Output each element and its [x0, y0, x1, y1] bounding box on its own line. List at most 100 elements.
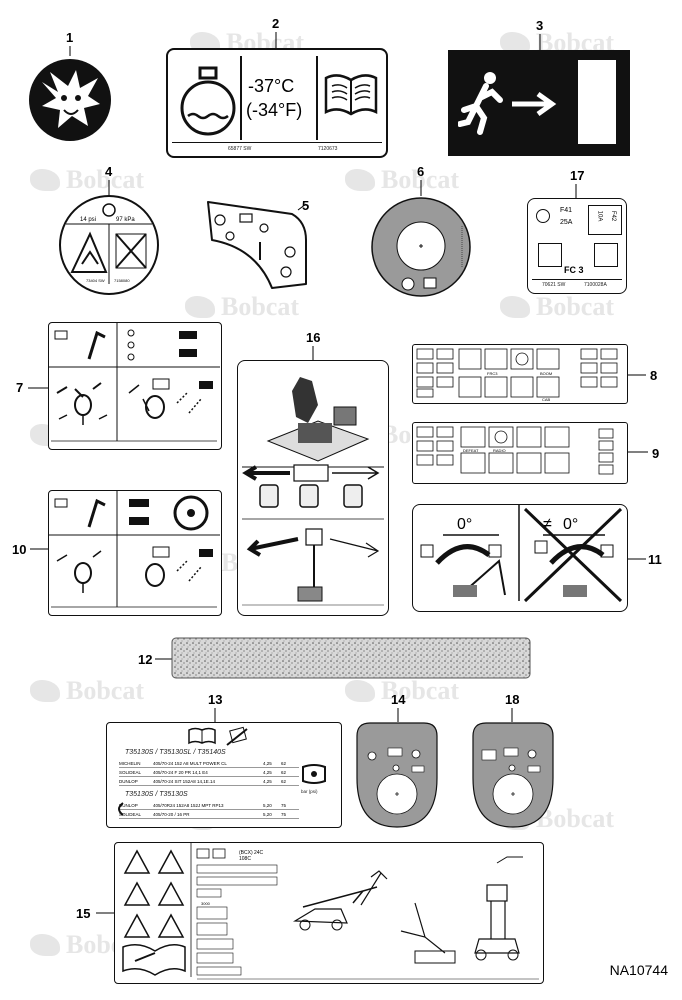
- tire-gauge-icon: [226, 726, 248, 746]
- tire-pressure-psi: 75: [281, 802, 287, 808]
- exit-door-icon: [578, 60, 616, 144]
- tire-size: 405/70-24 152 A8 MULT POWER CL: [153, 760, 227, 766]
- tire-pressure-psi: 14 psi: [80, 217, 96, 223]
- decal-joystick-functions-alt: [48, 490, 222, 616]
- part-code: 73404 SW: [86, 278, 105, 283]
- decal-key-plate-2: [472, 722, 554, 828]
- manual-book-icon: [324, 74, 378, 116]
- operation-line-3: 3000: [201, 901, 211, 906]
- switch-label-boom: BOOM: [540, 371, 552, 376]
- part-code: 70621 SW: [542, 282, 566, 288]
- decal-ignition-disc: [371, 197, 471, 297]
- boom-angle-forbidden: 0°: [563, 516, 578, 533]
- part-code: 65877 SW: [228, 146, 252, 152]
- coolant-icon: [180, 66, 236, 136]
- tire-row: DUNLOP 405/70-24 SIT 152A8 14,1E.14 4,25 62: [119, 777, 299, 786]
- arrow-right-icon: [512, 91, 557, 117]
- tire-pressure-bar: 4,25: [263, 778, 272, 784]
- operation-line-1: (BCX) 24C: [239, 850, 264, 856]
- tire-icon: [302, 764, 326, 784]
- tire-icon: [118, 802, 124, 816]
- tire-pressure-bar: 5,20: [263, 802, 272, 808]
- tire-brand: SOLIDEAL: [119, 811, 142, 817]
- fuse-f41-label: F41: [560, 207, 573, 214]
- callout-12: 12: [138, 652, 153, 667]
- callout-7: 7: [16, 380, 24, 395]
- callout-4: 4: [105, 164, 113, 179]
- callout-11: 11: [648, 552, 662, 567]
- switch-label-cab: CAB: [542, 397, 551, 402]
- callout-14: 14: [391, 692, 406, 707]
- part-number: 7100028A: [584, 282, 607, 288]
- tire-brand: DUNLOP: [119, 778, 138, 784]
- decal-coolant-temperature: -37°C (-34°F) 65877 SW 7120673: [166, 48, 388, 158]
- tire-size: 405/70R24 152A8 152J MPT RP13: [153, 802, 224, 808]
- switch-label-radio: RADIO: [493, 448, 506, 453]
- decal-indicator-strip: [207, 201, 307, 289]
- tire-pressure-bar: 4,25: [263, 760, 272, 766]
- tire-row: MICHELIN 405/70-24 152 A8 MULT POWER CL 4,…: [119, 759, 299, 768]
- fuse-box-title: FC 3: [564, 265, 584, 275]
- tire-brand: DUNLOP: [119, 802, 138, 808]
- tire-pressure-psi: 62: [281, 769, 287, 775]
- figure-id: NA10744: [609, 962, 668, 978]
- tire-chart-models: T35130S / T35130SL / T35140S: [125, 749, 226, 756]
- tire-size: 405/70-24 SIT 152A8 14,1E.14: [153, 778, 215, 784]
- callout-13: 13: [208, 692, 223, 707]
- temperature-celsius: -37°C: [248, 76, 295, 96]
- decal-tire-pressure: 14 psi 97 kPa 73404 SW 7158080: [59, 195, 159, 295]
- callout-6: 6: [417, 164, 425, 179]
- manual-book-icon: [188, 727, 216, 745]
- tire-size: 405/70-20 / 16 PR: [153, 811, 190, 817]
- part-number: 7120673: [318, 146, 338, 152]
- running-man-icon: [458, 72, 503, 135]
- decal-joystick-steering: [237, 360, 389, 616]
- operation-line-2: 108C: [239, 856, 251, 862]
- decal-switch-panel-1: FRC3 BOOM CAB: [412, 344, 628, 404]
- boom-not-equal: ≠: [543, 516, 552, 533]
- callout-5: 5: [302, 198, 310, 213]
- tire-pressure-psi: 62: [281, 778, 287, 784]
- tire-row: SOLIDEAL 405/70-20 / 16 PR 5,20 75: [119, 810, 299, 819]
- decal-emergency-exit: [448, 50, 630, 156]
- decal-boom-angle: 0° ≠ 0°: [412, 504, 628, 612]
- tire-size: 405/70-24 F 20 PR 14,1 E4: [153, 769, 208, 775]
- part-number: 7158080: [114, 278, 130, 283]
- callout-9: 9: [652, 446, 660, 461]
- pressure-unit: bar (psi): [301, 789, 318, 794]
- switch-label-defeat: DEFEAT: [463, 448, 479, 453]
- tire-pressure-bar: 5,20: [263, 811, 272, 817]
- callout-2: 2: [272, 16, 280, 31]
- callout-8: 8: [650, 368, 658, 383]
- fuse-icon: [536, 209, 550, 223]
- tire-brand: MICHELIN: [119, 760, 141, 766]
- callout-1: 1: [66, 30, 74, 45]
- callout-15: 15: [76, 906, 91, 921]
- decal-fuse-chart: F41 25A F42 10A FC 3 70621 SW 7100028A: [527, 198, 627, 294]
- callout-17: 17: [570, 168, 585, 183]
- decal-key-plate-1: [356, 722, 438, 828]
- callout-3: 3: [536, 18, 544, 33]
- tire-pressure-psi: 75: [281, 811, 287, 817]
- tire-brand: SOLIDEAL: [119, 769, 142, 775]
- decal-safety-operation: (BCX) 24C 108C 3000: [114, 842, 544, 984]
- callout-18: 18: [505, 692, 520, 707]
- tire-rows-group-2: DUNLOP 405/70R24 152A8 152J MPT RP13 5,20 7…: [119, 801, 299, 819]
- decal-tire-chart: T35130S / T35130SL / T35140S MICHELIN 405…: [106, 722, 342, 828]
- tire-pressure-kpa: 97 kPa: [116, 217, 135, 223]
- fuse-f41-amp: 25A: [560, 219, 573, 226]
